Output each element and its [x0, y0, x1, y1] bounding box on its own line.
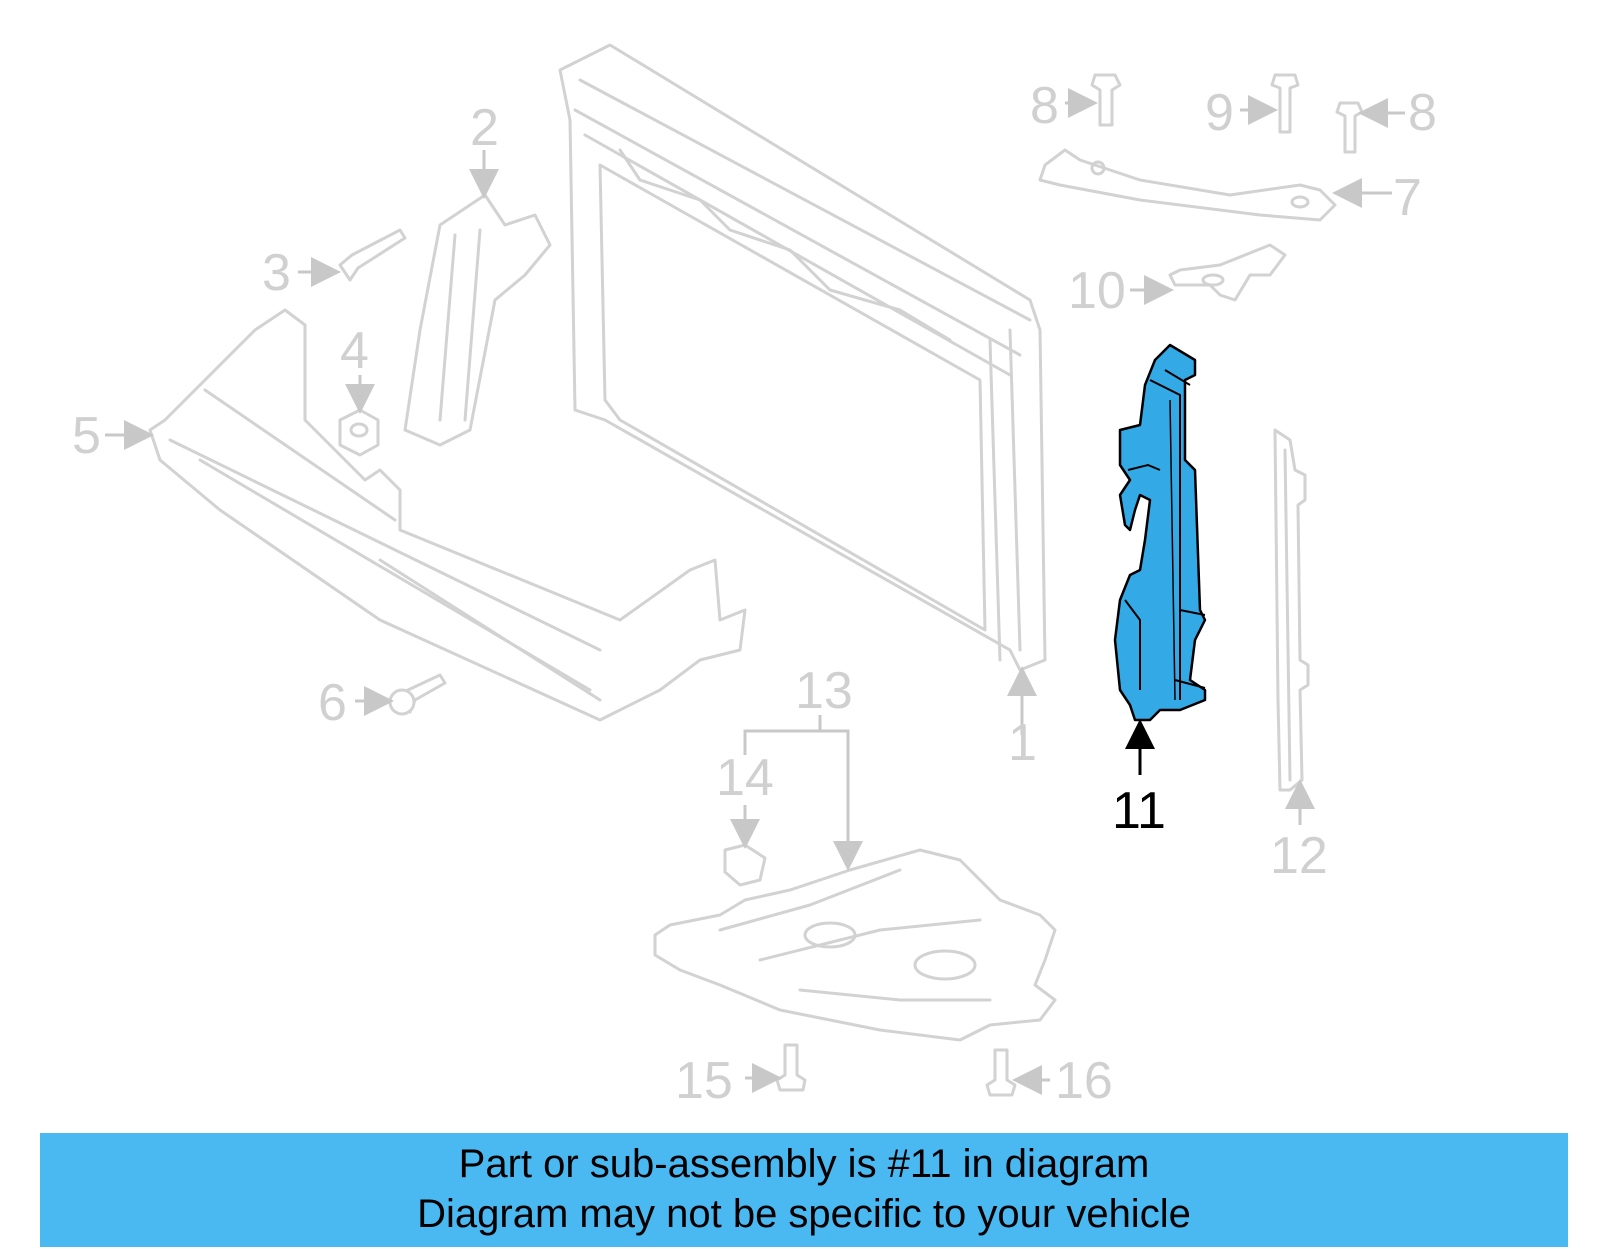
callout-9: 9 [1205, 84, 1234, 142]
part-8-bolt-a [1090, 73, 1122, 127]
callout-3: 3 [262, 244, 291, 302]
callout-2: 2 [470, 99, 499, 157]
callout-8-right: 8 [1408, 84, 1437, 142]
callout-14: 14 [716, 749, 774, 807]
callout-12: 12 [1270, 827, 1328, 885]
callout-4: 4 [340, 322, 369, 380]
part-9-bolt [1270, 73, 1300, 134]
callout-5: 5 [72, 407, 101, 465]
callout-10: 10 [1068, 262, 1126, 320]
part-5-crossmember [148, 308, 747, 722]
callout-15: 15 [675, 1052, 733, 1110]
part-2-bracket [403, 193, 552, 447]
part-4-nut [338, 408, 380, 457]
part-6-screw [388, 673, 447, 716]
part-1-radiator-support [558, 43, 1047, 672]
banner-line-disclaimer: Diagram may not be specific to your vehi… [417, 1192, 1191, 1236]
part-12-seal-strip [1273, 428, 1310, 792]
part-14-clip [723, 843, 767, 887]
leader-lines [105, 88, 1405, 1095]
callout-11: 11 [1112, 782, 1166, 840]
callout-labels: 1 2 3 4 5 6 7 8 8 9 10 11 12 13 14 15 16 [72, 77, 1437, 1110]
part-8-bolt-b [1335, 101, 1364, 154]
part-13-splash-shield [653, 848, 1057, 1042]
part-10-bracket [1168, 243, 1287, 302]
callout-8-left: 8 [1030, 77, 1059, 135]
callout-7: 7 [1393, 169, 1422, 227]
parts-diagram: 1 2 3 4 5 6 7 8 8 9 10 11 12 13 14 15 16 [72, 43, 1437, 1110]
callout-1: 1 [1008, 714, 1037, 772]
banner-line-part-number: Part or sub-assembly is #11 in diagram [458, 1142, 1150, 1186]
info-banner: Part or sub-assembly is #11 in diagram D… [40, 1133, 1568, 1247]
part-15-bolt [775, 1043, 807, 1092]
part-3-bolt [338, 228, 407, 282]
callout-16: 16 [1055, 1052, 1113, 1110]
part-7-bracket [1038, 148, 1337, 222]
callout-6: 6 [318, 674, 347, 732]
callout-13: 13 [795, 662, 853, 720]
part-11-air-deflector [1113, 343, 1207, 722]
part-16-bolt [985, 1048, 1017, 1097]
